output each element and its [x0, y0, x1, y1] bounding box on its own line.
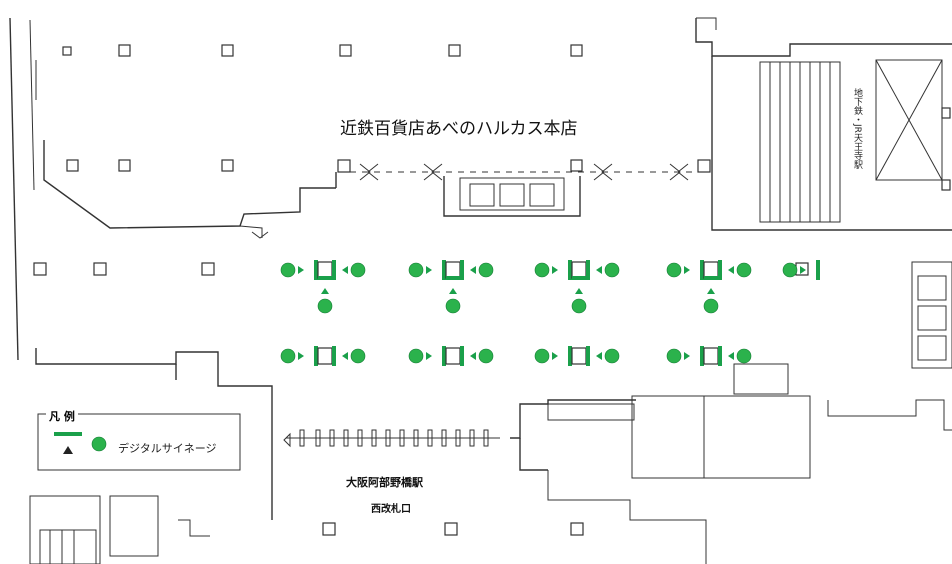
signage-group [534, 346, 620, 366]
store-name-label: 近鉄百貨店あべのハルカス本店 [340, 119, 578, 139]
store-outline [43, 140, 700, 239]
signage-bar-icon [54, 432, 82, 436]
jr-link-label: 地下鉄・JR天王寺駅 [852, 88, 862, 169]
station-name-label: 大阪阿部野橋駅 [346, 476, 423, 489]
signage-group [782, 260, 820, 280]
signage-group [280, 346, 366, 366]
signage-row-2 [280, 346, 752, 366]
west-wall [9, 17, 37, 361]
jr-connection-block [695, 17, 952, 231]
signage-group [408, 346, 494, 366]
gate-area [35, 348, 811, 564]
signage-group [408, 260, 494, 314]
signage-group [534, 260, 620, 314]
legend-title: 凡 例 [46, 408, 78, 424]
legend-item-label: デジタルサイネージ [118, 442, 217, 455]
signage-node-icon [91, 436, 107, 452]
signage-row-1 [280, 260, 820, 314]
gate-name-label: 西改札口 [371, 504, 411, 515]
signage-group [666, 346, 752, 366]
signage-group [666, 260, 752, 314]
east-block [827, 261, 952, 431]
store-columns [62, 44, 711, 173]
sw-block [29, 495, 210, 564]
concourse-columns [33, 262, 809, 276]
arrow-up-icon [63, 446, 73, 454]
signage-group [280, 260, 366, 314]
